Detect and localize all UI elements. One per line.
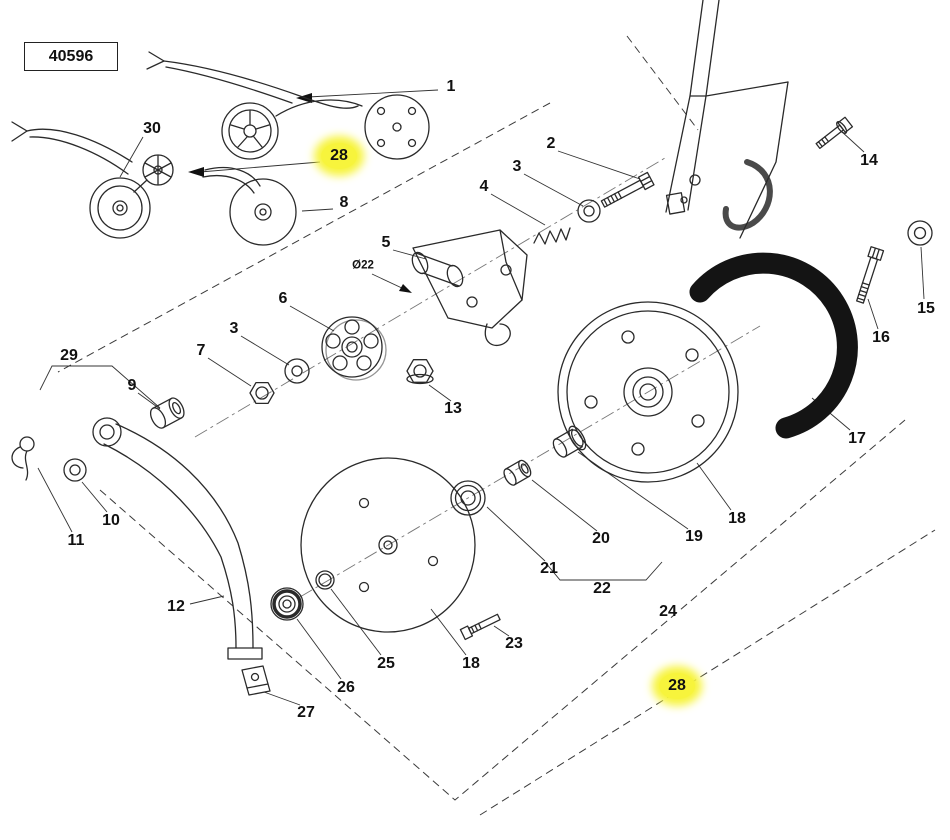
pointer-arrow-icons [188, 93, 412, 293]
clip-pin-11 [11, 436, 35, 481]
support-arm-12 [92, 417, 263, 660]
wheel-assembly-30 [11, 121, 174, 239]
machine-frame [665, 0, 789, 239]
spring-4 [533, 227, 571, 245]
bracket-5 [411, 229, 528, 347]
bolt-23 [459, 613, 501, 641]
oring-25 [315, 570, 335, 590]
figure-ref: 40596 [48, 47, 94, 65]
block-27 [241, 665, 271, 696]
washer-15 [907, 220, 933, 246]
disc-18-right [557, 301, 739, 483]
bolt-16 [856, 246, 885, 304]
bushing-9 [149, 397, 185, 429]
bolt-14 [815, 116, 854, 150]
washer-3-right [577, 199, 601, 223]
bearing-26 [270, 587, 304, 621]
washer-3-left [284, 358, 310, 384]
wheel-assembly-1 [146, 51, 430, 160]
washer-10 [63, 458, 87, 482]
nut-7 [249, 381, 275, 405]
leader-lines [37, 89, 925, 706]
center-axis-lines [194, 157, 761, 598]
disc-18-center [300, 457, 476, 633]
spacer-20 [503, 459, 532, 486]
disc-assembly-8 [202, 166, 297, 246]
rubber-band-17 [689, 252, 858, 439]
bolt-2 [600, 171, 655, 208]
nut-13 [406, 359, 434, 385]
figure-ref-box: 40596 [24, 42, 118, 71]
bushing-19 [552, 425, 587, 458]
hub-plate-6 [321, 316, 387, 381]
